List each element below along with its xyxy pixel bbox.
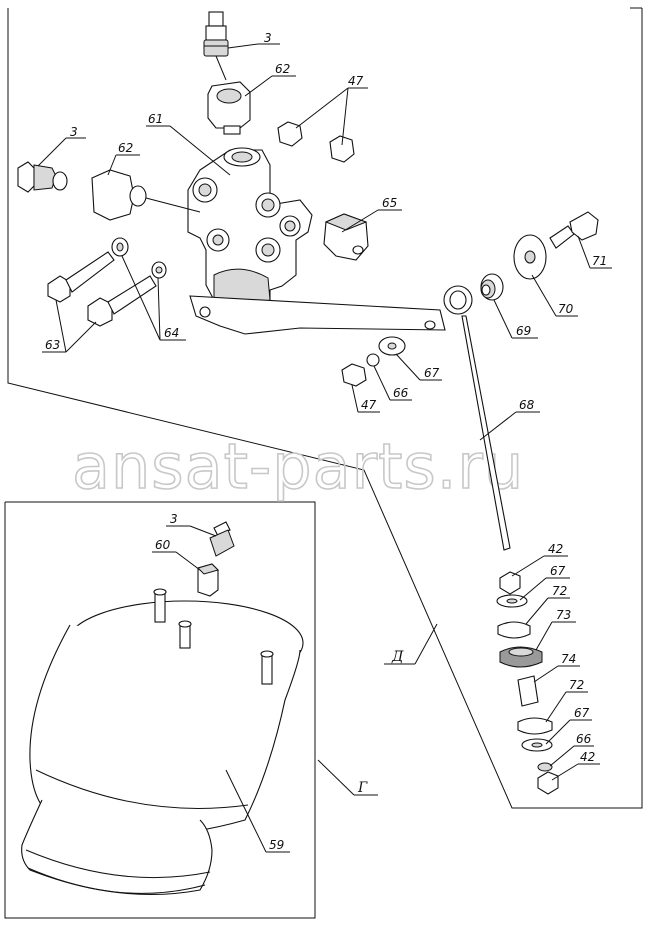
frame-upper-label: Д xyxy=(391,649,404,665)
callout-60: 60 xyxy=(155,538,171,552)
callout-66-b: 66 xyxy=(576,732,592,746)
part-69-bushing xyxy=(480,273,504,301)
frame-upper-marker: Д xyxy=(384,623,438,665)
callout-72-a: 72 xyxy=(552,584,567,598)
part-47-top-nuts xyxy=(277,121,355,163)
part-66-67-47-mid xyxy=(341,336,406,387)
callout-42-b: 42 xyxy=(580,750,595,764)
callout-59: 59 xyxy=(269,838,284,852)
callout-74: 74 xyxy=(561,652,576,666)
part-lever-arm xyxy=(189,295,446,335)
callout-62-left: 62 xyxy=(118,141,133,155)
callout-63: 63 xyxy=(45,338,60,352)
callout-67-a: 67 xyxy=(550,564,566,578)
part-70-washer xyxy=(513,234,547,280)
callout-66-mid: 66 xyxy=(393,386,409,400)
part-61-valve-body xyxy=(187,147,313,306)
callout-47-mid: 47 xyxy=(361,398,377,412)
callout-70: 70 xyxy=(558,302,574,316)
callout-61: 61 xyxy=(148,112,163,126)
part-3-bag-fitting xyxy=(209,521,235,557)
callout-62-top: 62 xyxy=(275,62,290,76)
rod-end-stack xyxy=(496,571,559,795)
callout-42-a: 42 xyxy=(548,542,563,556)
callout-65: 65 xyxy=(382,196,397,210)
callout-3-bag: 3 xyxy=(170,512,178,526)
frame-lower-marker: Г xyxy=(317,759,378,796)
part-63-bolts xyxy=(47,251,157,327)
part-65-cap xyxy=(323,213,369,261)
callout-3-top: 3 xyxy=(264,31,272,45)
callout-47-top: 47 xyxy=(348,74,364,88)
callout-71: 71 xyxy=(592,254,607,268)
part-64-washers xyxy=(111,237,167,279)
part-71-bolt xyxy=(549,211,599,249)
callout-64: 64 xyxy=(164,326,179,340)
callout-72-b: 72 xyxy=(569,678,584,692)
callout-73: 73 xyxy=(556,608,571,622)
part-62-top-nut xyxy=(207,81,251,135)
frame-lower-label: Г xyxy=(357,780,368,796)
watermark-text: ansat-parts.ru xyxy=(72,430,524,503)
callout-3-left: 3 xyxy=(70,125,78,139)
callout-69: 69 xyxy=(516,324,531,338)
part-62-left-nut xyxy=(91,169,201,221)
part-68-rod xyxy=(443,285,511,551)
frame-upper xyxy=(7,7,643,809)
part-3-left-fitting xyxy=(17,161,68,193)
callout-67-mid: 67 xyxy=(424,366,440,380)
callouts: 3 62 47 3 62 61 65 63 64 71 70 xyxy=(37,31,612,853)
frame-lower xyxy=(4,501,316,919)
part-3-top-fitting xyxy=(203,11,229,81)
part-59-air-spring xyxy=(21,588,304,896)
part-60-bag-nut xyxy=(197,563,219,597)
callout-67-b: 67 xyxy=(574,706,590,720)
callout-68: 68 xyxy=(519,398,535,412)
